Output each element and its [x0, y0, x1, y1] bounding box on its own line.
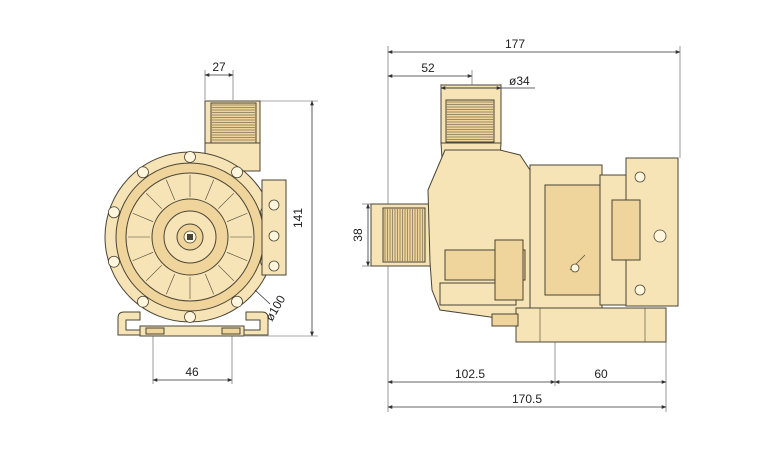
- front-dimensions: 27 141 ø100 46: [152, 60, 318, 384]
- dim-outlet-diameter: ø34: [509, 74, 530, 88]
- dim-overall-base: 170.5: [512, 392, 542, 406]
- side-base: [491, 307, 667, 343]
- dim-base-length: 60: [594, 367, 608, 381]
- dim-total-length: 177: [505, 37, 525, 51]
- housing-bolt: [137, 166, 149, 179]
- housing-bolt: [184, 151, 196, 163]
- housing-bolt: [231, 166, 243, 179]
- side-inlet-pipe: [370, 203, 432, 267]
- front-mounting-feet: [117, 311, 269, 337]
- front-terminal-box: [261, 179, 287, 276]
- dim-base-offset: 102.5: [455, 367, 485, 381]
- front-view: [104, 100, 287, 337]
- dim-height: 141: [291, 208, 305, 228]
- side-pump-head: [427, 149, 536, 321]
- side-dimensions: 177 52 ø34 38 102.5 60 170.5: [351, 37, 681, 412]
- housing-bolt: [108, 206, 120, 219]
- side-view: [370, 84, 679, 343]
- housing-bolt: [231, 295, 243, 308]
- dim-inlet-height: 38: [351, 228, 365, 242]
- housing-bolt: [108, 255, 120, 268]
- front-housing: [104, 151, 276, 323]
- housing-bolt: [184, 311, 196, 323]
- housing-bolt: [137, 295, 149, 308]
- dim-inlet-offset: 27: [212, 60, 226, 74]
- side-motor-body: [529, 157, 679, 316]
- dim-foot-spacing: 46: [185, 365, 199, 379]
- dim-outlet-offset: 52: [421, 61, 435, 75]
- dim-diameter: ø100: [262, 293, 288, 324]
